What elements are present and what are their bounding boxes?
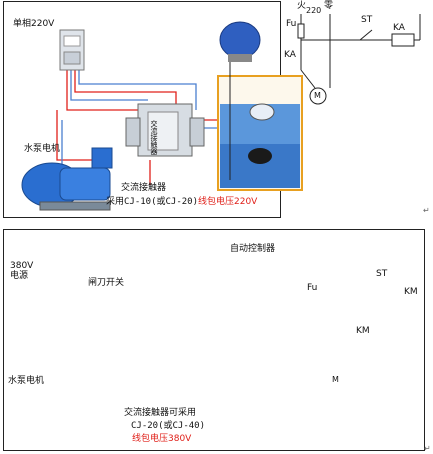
return-mark-top: ↵: [423, 206, 430, 215]
top-single-phase-label: 单相220V: [13, 19, 55, 29]
top-tank: [217, 60, 303, 191]
top-motor-label: M: [314, 91, 321, 100]
return-mark-bottom: ↵: [424, 444, 431, 453]
bottom-380v-label: 380V: [10, 261, 34, 271]
top-breaker: [59, 29, 85, 71]
top-st-label: ST: [361, 15, 373, 25]
top-contactor: [125, 103, 205, 157]
top-schematic: [297, 14, 421, 105]
bottom-km-coil-label: KM: [404, 287, 418, 297]
bottom-contactor-model: CJ-20(或CJ-40): [131, 421, 206, 431]
top-fu-label: Fu: [286, 19, 297, 29]
top-zero-label: 零: [324, 1, 334, 11]
bottom-diagram-panel: [3, 229, 425, 451]
bottom-contactor-caption: 交流接触器可采用: [124, 408, 197, 418]
bottom-coil-voltage: 线包电压380V: [132, 434, 192, 444]
bottom-km-contact-label: KM: [356, 326, 370, 336]
bottom-knife-switch-label: 闸刀开关: [88, 278, 125, 288]
bottom-auto-controller-label: 自动控制器: [230, 244, 276, 254]
bottom-motor-label: M: [332, 375, 339, 384]
bottom-power-label: 电源: [10, 271, 29, 281]
top-pump-label: 水泵电机: [24, 144, 61, 154]
top-contactor-model: 采用CJ-10(或CJ-20): [106, 197, 199, 207]
top-pump: [21, 147, 113, 211]
bottom-st-label: ST: [376, 269, 388, 279]
top-auto-controller: [219, 21, 261, 62]
top-220-label: 220: [306, 6, 322, 15]
top-ka-contact-label: KA: [284, 50, 296, 60]
bottom-pump-label: 水泵电机: [8, 376, 45, 386]
top-fire-label: 火: [297, 1, 307, 11]
top-ka-coil-label: KA: [393, 23, 405, 33]
top-contactor-caption: 交流接触器: [121, 183, 167, 193]
bottom-fu-label: Fu: [307, 283, 318, 293]
top-contactor-face: 交流接触器: [150, 120, 158, 155]
top-coil-voltage: 线包电压220V: [198, 197, 258, 207]
